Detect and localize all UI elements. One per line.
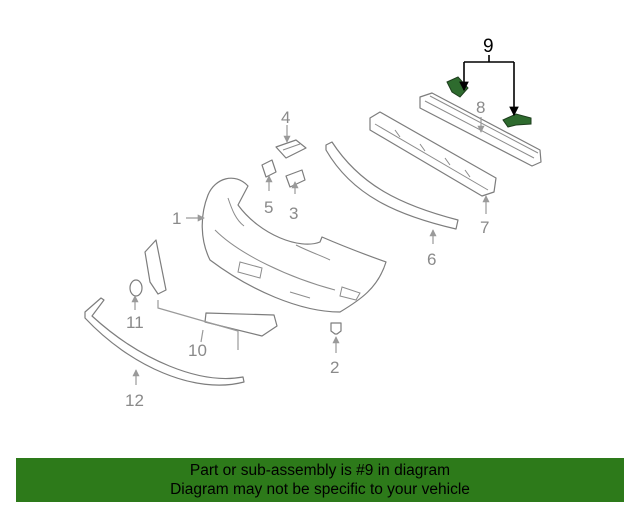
leader-lines — [131, 117, 490, 385]
callout-8: 8 — [476, 98, 485, 117]
part-6-lower-strip — [325, 141, 459, 230]
part-3-bracket — [285, 169, 306, 188]
callout-6: 6 — [427, 250, 436, 269]
part-5-clip — [261, 159, 277, 178]
part-12-lower-lip — [84, 297, 245, 386]
part-4-bracket — [275, 139, 307, 159]
banner-line-1: Part or sub-assembly is #9 in diagram — [189, 462, 451, 479]
callout-1: 1 — [172, 209, 181, 228]
callout-7: 7 — [480, 218, 489, 237]
callout-2: 2 — [330, 358, 339, 377]
callout-12: 12 — [125, 391, 144, 410]
parts-diagram: 1 2 3 4 5 6 7 8 9 10 11 12 — [84, 36, 542, 410]
part-7-energy-absorber — [369, 111, 497, 197]
callout-4: 4 — [281, 108, 290, 127]
part-2-clip — [330, 322, 342, 335]
part-10-bezel-left — [144, 239, 167, 295]
part-11-cover — [129, 279, 143, 297]
part-9-bracket-right — [502, 113, 532, 128]
part-10-bezel-right — [204, 312, 278, 337]
banner-line-2: Diagram may not be specific to your vehi… — [170, 481, 470, 498]
part-1-bumper-cover — [201, 177, 387, 313]
part-9-brackets — [446, 55, 532, 128]
callout-10: 10 — [188, 341, 207, 360]
callout-11: 11 — [126, 313, 144, 332]
part-9-bracket-left — [446, 76, 469, 98]
info-banner: Part or sub-assembly is #9 in diagram Di… — [16, 458, 624, 502]
callout-5: 5 — [264, 198, 273, 217]
callout-3: 3 — [289, 204, 298, 223]
callout-9: 9 — [483, 36, 494, 57]
